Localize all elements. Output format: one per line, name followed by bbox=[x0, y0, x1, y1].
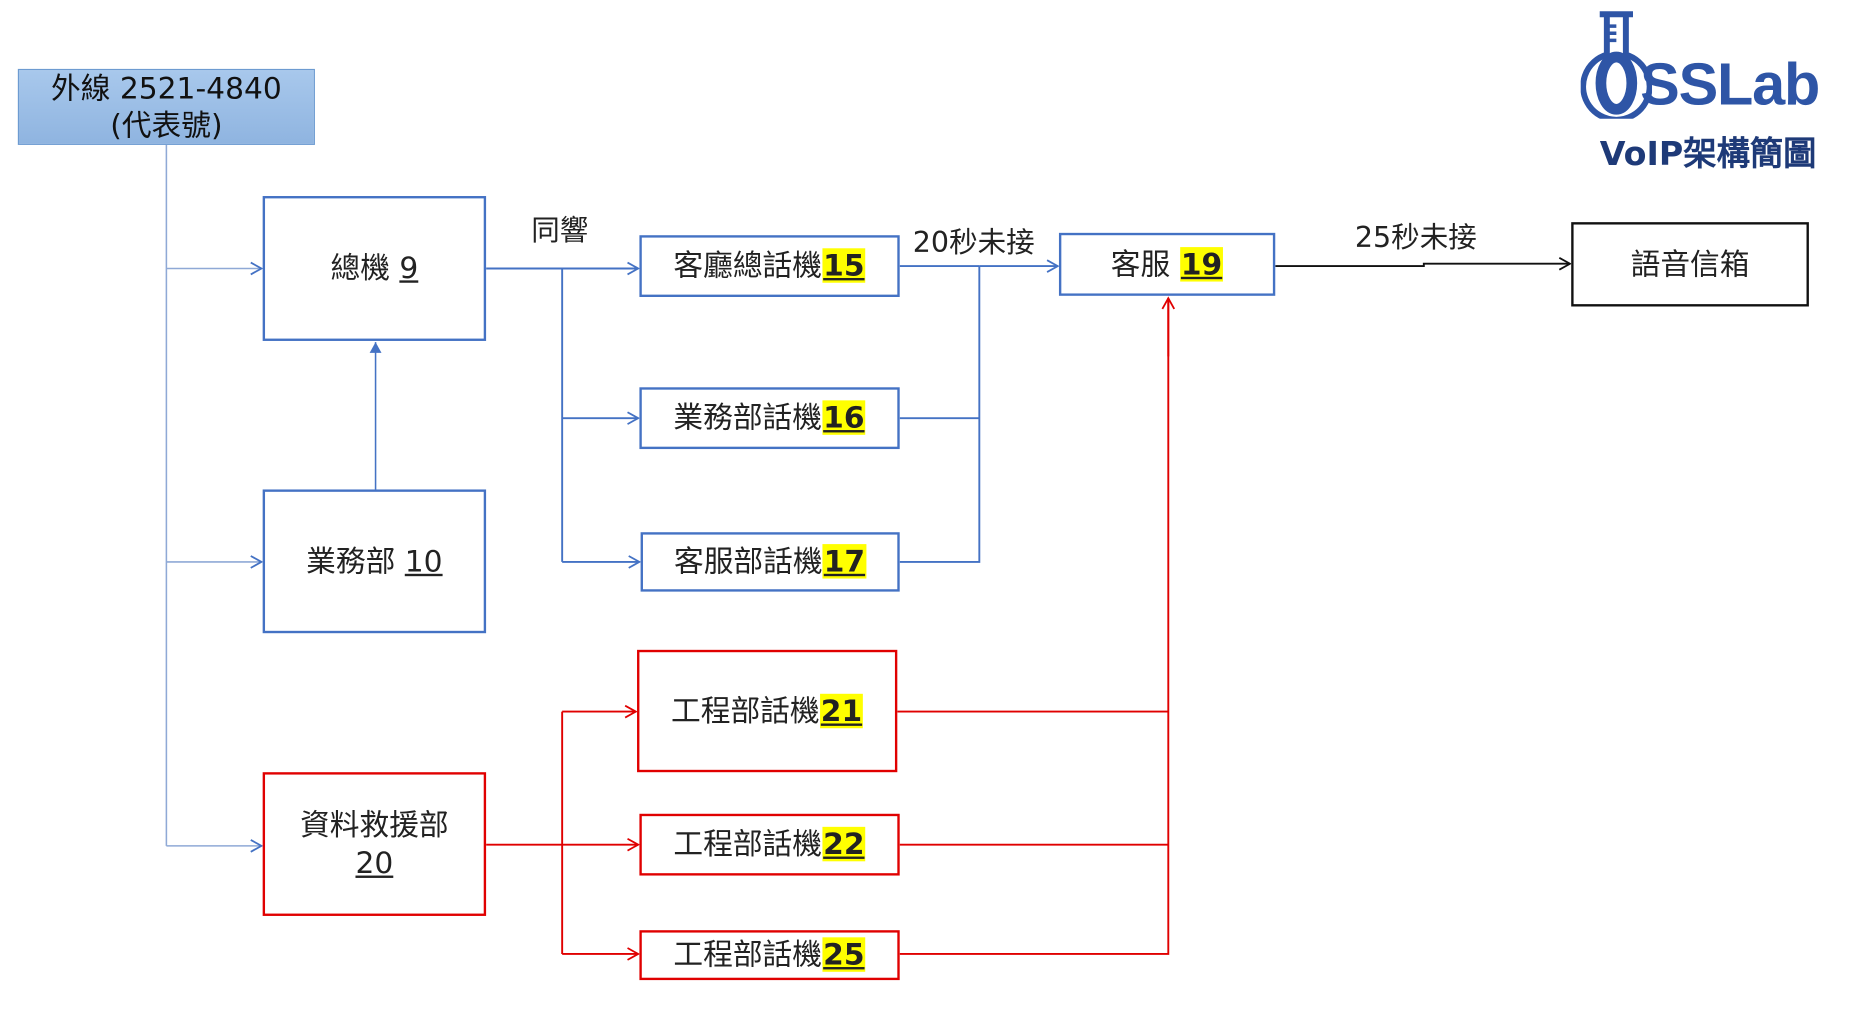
outside-line-number: 外線 2521-4840 bbox=[50, 70, 282, 106]
extension-number: 9 bbox=[399, 251, 419, 286]
extension-number: 20 bbox=[355, 845, 394, 880]
timeout-20s-label: 20秒未接 bbox=[912, 225, 1035, 259]
extension-number: 25 bbox=[821, 937, 866, 973]
extension-number: 21 bbox=[819, 693, 864, 729]
operator-node: 總機 9 bbox=[262, 196, 487, 341]
extension-number: 10 bbox=[404, 543, 443, 579]
phone-16-node: 業務部話機16 bbox=[639, 387, 900, 450]
extension-number: 15 bbox=[821, 248, 866, 284]
diagram-title: VoIP架構簡圖 bbox=[1599, 134, 1817, 174]
node-label: 工程部話機 bbox=[673, 827, 822, 862]
voicemail-line bbox=[1275, 257, 1572, 271]
extension-number: 16 bbox=[821, 400, 866, 436]
node-label: 客服 bbox=[1110, 246, 1171, 282]
phone-17-node: 客服部話機17 bbox=[640, 532, 900, 592]
node-label: 工程部話機 bbox=[671, 693, 820, 729]
ring-group-lines bbox=[486, 259, 1060, 569]
sales-node: 業務部 10 bbox=[262, 489, 487, 634]
phone-15-node: 客廳總話機15 bbox=[639, 235, 900, 297]
node-label: 工程部話機 bbox=[673, 937, 822, 973]
ring-group-label: 同響 bbox=[531, 213, 589, 248]
node-label: 語音信箱 bbox=[1630, 246, 1750, 282]
phone-22-node: 工程部話機22 bbox=[639, 813, 900, 876]
phone-21-node: 工程部話機21 bbox=[637, 649, 898, 773]
extension-number: 22 bbox=[821, 827, 866, 862]
logo-wordmark: SSLab bbox=[1640, 51, 1820, 118]
outside-line-note: (代表號) bbox=[110, 108, 223, 143]
node-label: 客廳總話機 bbox=[673, 248, 822, 284]
voicemail-node: 語音信箱 bbox=[1571, 222, 1809, 307]
data-recovery-node: 資料救援部 20 bbox=[262, 772, 487, 916]
extension-number: 19 bbox=[1179, 246, 1224, 282]
timeout-25s-label: 25秒未接 bbox=[1354, 220, 1477, 255]
node-label: 客服部話機 bbox=[673, 544, 823, 580]
node-label: 業務部 bbox=[306, 543, 396, 579]
outside-trunk-lines bbox=[165, 144, 382, 853]
flask-icon bbox=[1580, 11, 1653, 119]
customer-service-node: 客服 19 bbox=[1058, 232, 1276, 296]
outside-line-node: 外線 2521-4840 (代表號) bbox=[17, 68, 315, 145]
node-label: 資料救援部 bbox=[300, 808, 449, 843]
engineering-lines bbox=[486, 296, 1176, 961]
node-label: 業務部話機 bbox=[673, 400, 822, 436]
node-label: 總機 bbox=[330, 251, 390, 286]
phone-25-node: 工程部話機25 bbox=[639, 930, 900, 981]
extension-number: 17 bbox=[822, 544, 867, 580]
